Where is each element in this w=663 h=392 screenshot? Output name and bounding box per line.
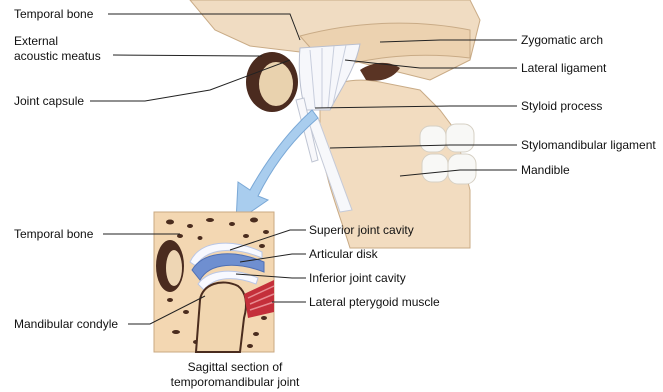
- label-joint-capsule: Joint capsule: [14, 94, 84, 108]
- label-superior-joint-cavity: Superior joint cavity: [309, 223, 414, 237]
- label-mandibular-condyle: Mandibular condyle: [14, 317, 118, 331]
- label-external-meatus-line2: acoustic meatus: [14, 49, 101, 63]
- label-external-meatus-line1: External: [14, 34, 58, 48]
- label-lateral-ligament: Lateral ligament: [521, 61, 606, 75]
- caption-line-1: Sagittal section of: [150, 360, 320, 375]
- label-lateral-pterygoid-muscle: Lateral pterygoid muscle: [309, 295, 440, 309]
- label-mandible: Mandible: [521, 163, 570, 177]
- mandibular-condyle-shape: [196, 282, 246, 352]
- external-meatus-rim: [259, 62, 293, 106]
- section-arrow: [236, 110, 318, 222]
- section-meatus-inner: [166, 250, 182, 286]
- label-zygomatic-arch: Zygomatic arch: [521, 33, 603, 47]
- lateral-view-illustration: [190, 0, 480, 248]
- label-articular-disk: Articular disk: [309, 247, 378, 261]
- caption-line-2: temporomandibular joint: [150, 375, 320, 390]
- sagittal-section: [154, 212, 274, 352]
- label-inferior-joint-cavity: Inferior joint cavity: [309, 271, 406, 285]
- label-stylomandibular-ligament: Stylomandibular ligament: [521, 138, 656, 152]
- label-temporal-bone-section: Temporal bone: [14, 227, 93, 241]
- label-temporal-bone: Temporal bone: [14, 7, 93, 21]
- section-caption: Sagittal section of temporomandibular jo…: [150, 360, 320, 390]
- label-styloid-process: Styloid process: [521, 99, 602, 113]
